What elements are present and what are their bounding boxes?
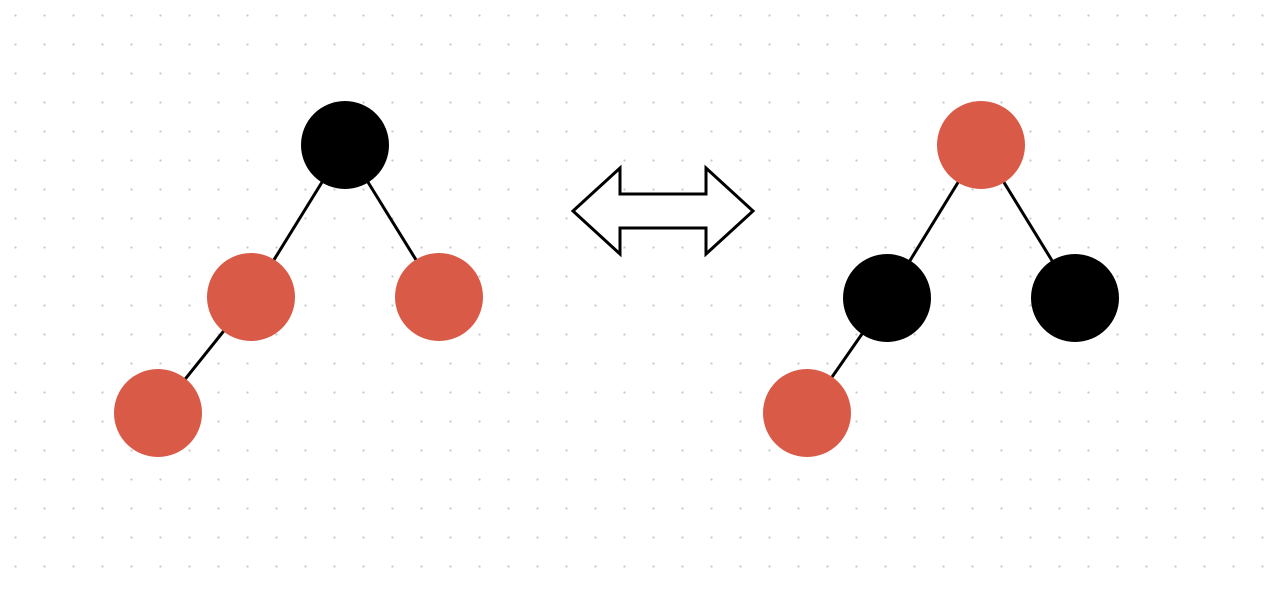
- right-tree-node-left-grandchild-red: [763, 369, 851, 457]
- left-tree: [114, 101, 483, 457]
- right-tree-node-root-red: [937, 101, 1025, 189]
- left-tree-node-right-child-red: [395, 253, 483, 341]
- right-tree: [763, 101, 1119, 457]
- right-tree-node-left-child-black: [843, 254, 931, 342]
- double-arrow-icon: [570, 164, 756, 258]
- left-tree-node-root-black: [301, 101, 389, 189]
- left-tree-node-left-grandchild-red: [114, 369, 202, 457]
- left-tree-node-left-child-red: [207, 253, 295, 341]
- right-tree-node-right-child-black: [1031, 254, 1119, 342]
